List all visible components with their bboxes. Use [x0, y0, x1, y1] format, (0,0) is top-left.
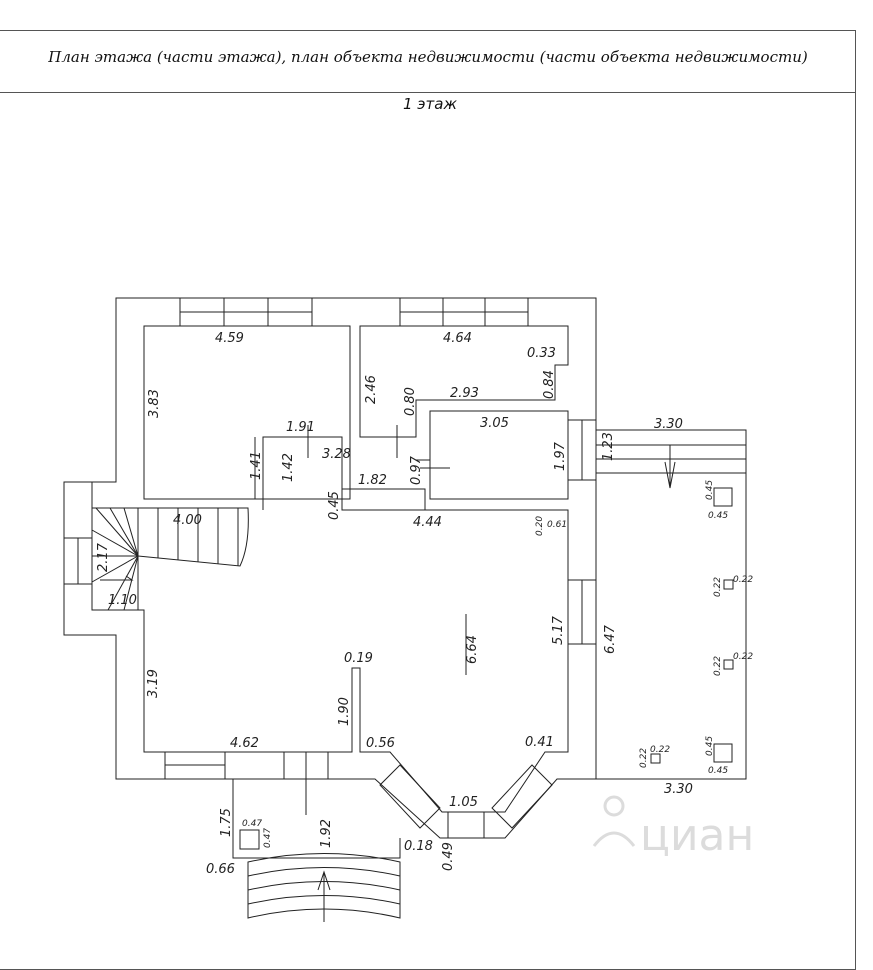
dim-label: 0.56 [366, 736, 395, 751]
window [447, 811, 485, 839]
dim-label: 1.91 [286, 420, 315, 435]
porch [232, 779, 401, 922]
column-dim: 0.45 [705, 736, 715, 756]
dim-label: 1.90 [337, 697, 352, 726]
column-dim: 0.22 [733, 652, 753, 662]
staircase [91, 507, 249, 611]
room-top-left [143, 325, 351, 500]
column-dim: 0.22 [650, 745, 670, 755]
column-dim: 0.45 [708, 766, 728, 776]
dim-label: 0.66 [206, 862, 235, 877]
dim-label: 1.82 [358, 473, 387, 488]
dim-label: 2.93 [450, 386, 479, 401]
column-dim: 0.22 [733, 575, 753, 585]
column-dim: 0.22 [713, 577, 723, 597]
dim-label: 0.33 [527, 346, 556, 361]
column-dim: 0.47 [242, 819, 262, 829]
dim-label: 0.80 [403, 387, 418, 416]
column [239, 829, 260, 850]
dim-label: 0.61 [547, 520, 567, 530]
dim-label: 6.47 [603, 624, 618, 654]
dim-label: 3.28 [322, 447, 351, 462]
column [713, 743, 733, 763]
column-dim: 0.22 [713, 656, 723, 676]
terrace [596, 429, 747, 780]
dim-label: 6.64 [465, 635, 480, 664]
main-hall [137, 436, 569, 813]
dim-label: 3.19 [146, 669, 161, 698]
dim-label: 1.75 [219, 808, 234, 837]
dim-label: 1.23 [601, 432, 616, 461]
dim-label: 3.83 [147, 389, 162, 418]
dim-label: 4.59 [215, 331, 244, 346]
dim-label: 3.30 [664, 782, 693, 797]
dim-label: 3.30 [654, 417, 683, 432]
dim-label: 4.62 [230, 736, 259, 751]
column-dim: 0.45 [708, 511, 728, 521]
dim-label: 1.10 [108, 593, 137, 608]
dim-label: 2.46 [364, 375, 379, 404]
dim-label: 1.92 [319, 819, 334, 848]
watermark: циан [592, 795, 754, 861]
dim-label: 5.17 [551, 615, 566, 645]
dim-label: 0.84 [542, 370, 557, 399]
room-top-right [359, 325, 569, 438]
window [491, 764, 553, 829]
column-dim: 0.22 [639, 748, 649, 768]
dim-label: 3.05 [480, 416, 509, 431]
dim-label: 1.42 [281, 453, 296, 482]
dim-label: 0.97 [409, 455, 424, 485]
dim-label: 1.41 [249, 451, 264, 480]
dim-label: 0.20 [535, 516, 545, 536]
column [723, 579, 734, 590]
window [379, 764, 441, 829]
column-dim: 0.45 [705, 480, 715, 500]
floor-label: 1 этаж [403, 95, 457, 113]
dim-label: 0.18 [404, 839, 433, 854]
dim-label: 0.19 [344, 651, 373, 666]
dim-label: 4.00 [173, 513, 202, 528]
column [713, 487, 733, 507]
column [650, 753, 661, 764]
dim-label: 2.17 [96, 542, 111, 572]
watermark-text: циан [640, 810, 754, 861]
header-divider [0, 92, 856, 93]
dim-label: 0.49 [441, 842, 456, 871]
room-small [429, 410, 569, 500]
dim-label: 4.64 [443, 331, 472, 346]
stair-bay-wall [64, 481, 93, 508]
column [723, 659, 734, 670]
dim-label: 1.05 [449, 795, 478, 810]
dim-label: 0.45 [327, 491, 342, 520]
dim-label: 1.97 [553, 441, 568, 471]
watermark-logo-icon [592, 795, 636, 847]
dim-label: 0.41 [525, 735, 554, 750]
plan-title: План этажа (части этажа), план объекта н… [48, 48, 808, 66]
partition-2 [341, 489, 425, 511]
column-dim: 0.47 [263, 828, 273, 848]
dim-label: 4.44 [413, 515, 442, 530]
